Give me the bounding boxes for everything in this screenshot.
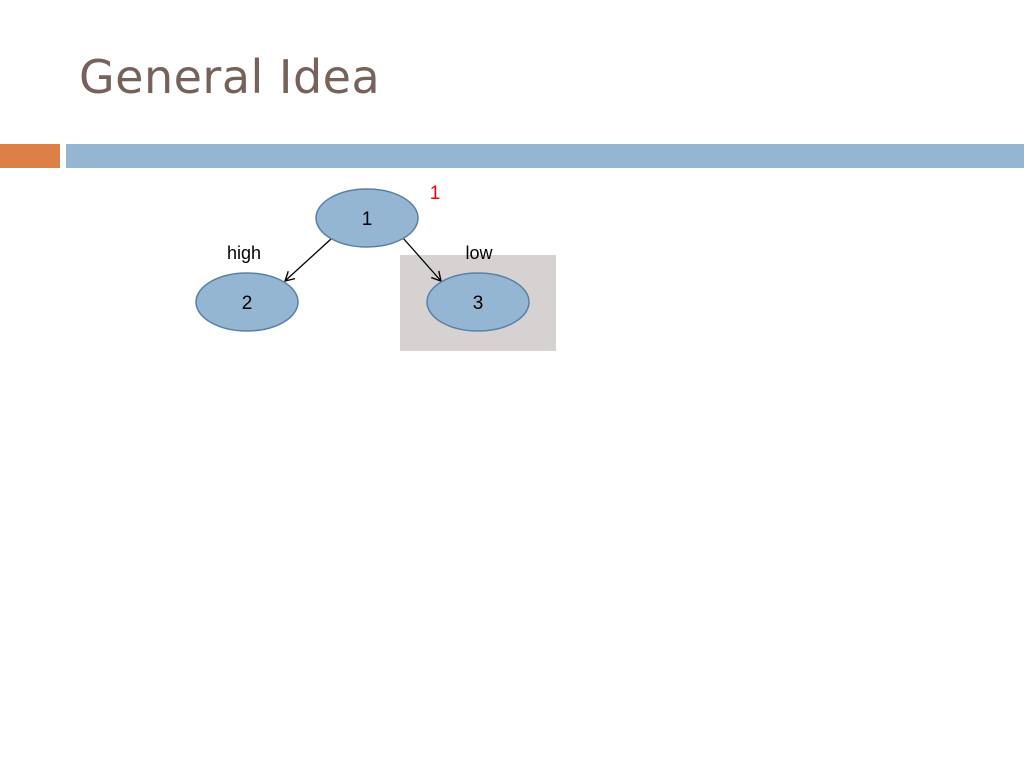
slide-title: General Idea (79, 50, 381, 104)
node-2-label: 2 (242, 293, 253, 314)
edge-label-high: high (227, 243, 261, 263)
edge-label-low: low (465, 243, 493, 263)
edge-1-to-3 (402, 237, 442, 283)
annotation-red: 1 (430, 183, 441, 204)
node-1 (315, 188, 419, 248)
accent-bar-orange (0, 144, 60, 168)
accent-bar-blue (66, 144, 1024, 168)
node-2 (195, 272, 299, 332)
node-3 (426, 272, 530, 332)
edge-1-to-2 (283, 238, 332, 282)
node-3-label: 3 (473, 293, 484, 314)
node-1-label: 1 (362, 209, 373, 230)
